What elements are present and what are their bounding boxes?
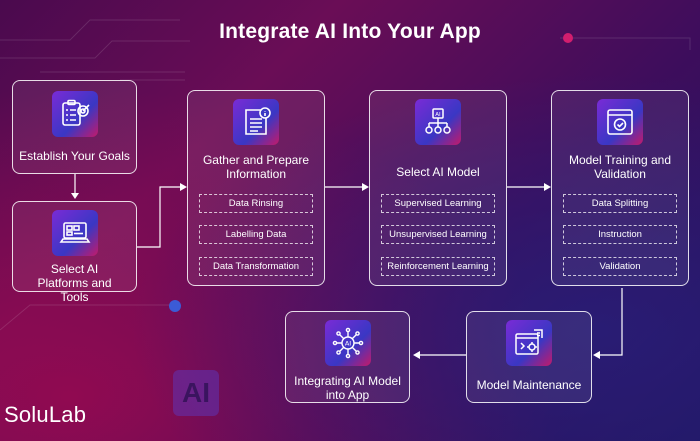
accent-dot — [169, 300, 181, 312]
sub-step: Data Splitting — [563, 194, 677, 213]
sub-step: Data Transformation — [199, 257, 313, 276]
ai-watermark-icon: AI — [173, 370, 219, 416]
target-checklist-icon — [51, 91, 98, 137]
step-select-model: AI Select AI Model Supervised Learning U… — [369, 90, 507, 286]
sub-step: Unsupervised Learning — [381, 225, 495, 244]
page-title: Integrate AI Into Your App — [219, 20, 481, 43]
window-check-icon — [597, 99, 643, 145]
svg-text:AI: AI — [344, 340, 350, 348]
step-integrating-model: AI Integrating AI Model into App — [285, 311, 410, 403]
svg-text:AI: AI — [435, 112, 441, 118]
step-label: Integrating AI Model into App — [294, 374, 401, 402]
brand-logo: SoluLab — [4, 402, 87, 427]
sub-step: Data Rinsing — [199, 194, 313, 213]
ai-network-icon: AI — [324, 320, 371, 366]
step-label: Model Maintenance — [476, 378, 582, 392]
laptop-tools-icon — [51, 210, 98, 256]
step-model-maintenance: Model Maintenance — [466, 311, 592, 403]
sub-step: Supervised Learning — [381, 194, 495, 213]
step-model-training: Model Training and Validation Data Split… — [551, 90, 689, 286]
settings-window-icon — [506, 320, 552, 366]
step-gather-information: Gather and Prepare Information Data Rins… — [187, 90, 325, 286]
sub-step: Validation — [563, 257, 677, 276]
step-label: Establish Your Goals — [19, 149, 130, 163]
step-label: Select AI Model — [396, 165, 480, 179]
ai-chip-network-icon: AI — [415, 99, 461, 145]
step-establish-goals: Establish Your Goals — [12, 80, 137, 174]
accent-dot — [563, 33, 573, 43]
sub-step: Instruction — [563, 225, 677, 244]
sub-step: Labelling Data — [199, 225, 313, 244]
document-info-icon — [233, 99, 279, 145]
step-label: Model Training and Validation — [568, 153, 672, 181]
sub-step: Reinforcement Learning — [381, 257, 495, 276]
step-label: Select AI Platforms and Tools — [37, 262, 112, 304]
step-label: Gather and Prepare Information — [202, 153, 310, 181]
step-select-platforms: Select AI Platforms and Tools — [12, 201, 137, 304]
